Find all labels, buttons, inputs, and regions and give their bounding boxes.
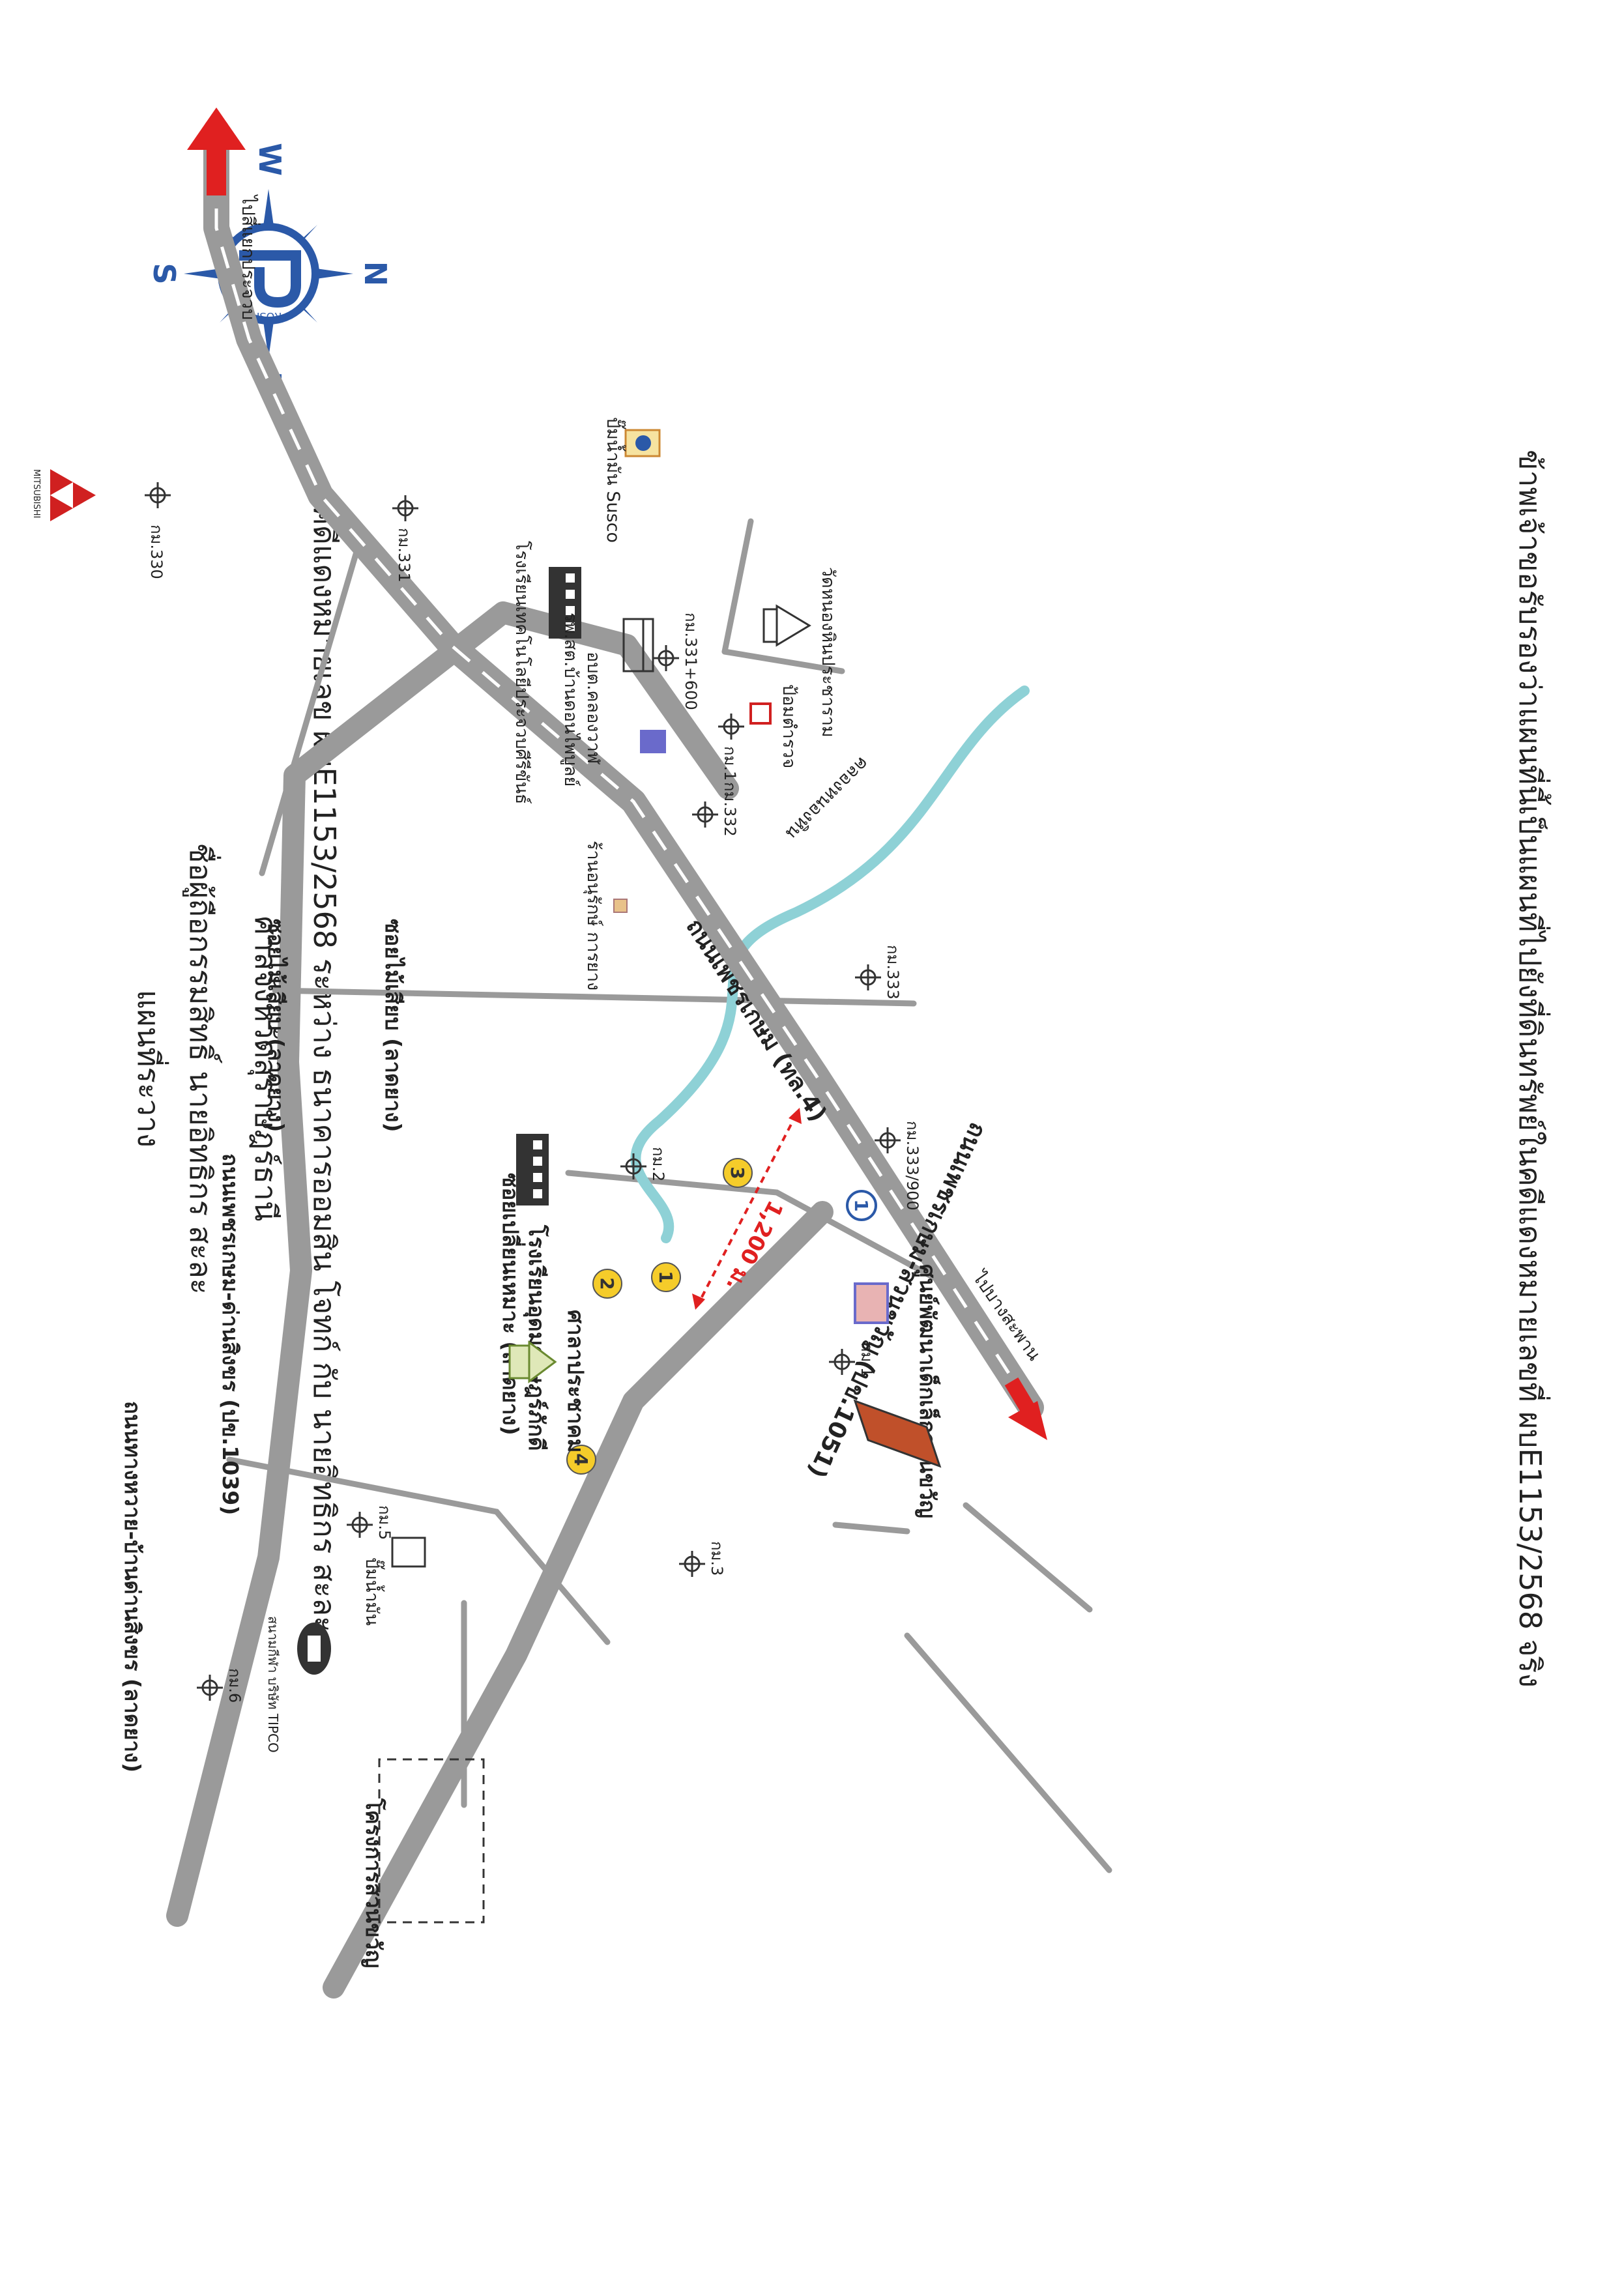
route-1039-road	[166, 601, 739, 1927]
route-1051-road	[323, 1201, 834, 1999]
village-road	[963, 1502, 1093, 1613]
km-post-331-600: กม.331+600	[653, 613, 700, 710]
gas-station-label: ปั๊มน้ำมัน	[362, 1557, 385, 1626]
mitsubishi-logo-icon	[50, 469, 96, 521]
gas-station-icon	[391, 1537, 426, 1568]
certification-text: ข้าพเจ้าขอรับรองว่าแผนที่นี้เป็นแผนที่ไป…	[1513, 450, 1552, 1688]
north-arrow-icon	[187, 108, 246, 150]
project-road	[904, 1632, 1112, 1873]
svg-text:3: 3	[727, 1166, 748, 1179]
highway-label: ถนนเพชรเกษม (ทล.4)	[680, 914, 832, 1127]
compass-w-label: W	[252, 143, 287, 176]
svg-text:กม.3: กม.3	[708, 1541, 726, 1576]
km-post-1-route1051: กม.1	[829, 1342, 876, 1377]
svg-text:กม.1: กม.1	[858, 1342, 876, 1377]
km-post-1-route1039: กม.1	[718, 714, 744, 781]
km-post-332: กม.332	[692, 782, 739, 837]
to-prachuap-label: ไปสี่แยกประจวบ	[238, 194, 261, 320]
svg-text:1: 1	[655, 1271, 676, 1283]
project-label: โครงการสวนขวัญ	[361, 1798, 386, 1968]
school-udom-icon	[516, 1134, 549, 1205]
svg-text:4: 4	[570, 1453, 592, 1465]
mitsubishi-label: MITSUBISHI	[31, 469, 41, 518]
svg-text:2: 2	[596, 1277, 618, 1290]
soi-mai-sea-label-1: ซอยไม้เสียบ (ลาดยาง)	[263, 919, 289, 1132]
sala-icon	[508, 1340, 557, 1383]
tipco-logo-icon	[297, 1623, 331, 1675]
childcare-label: ศูนย์พัฒนาเด็กเล็กสวนขวัญ	[914, 1264, 941, 1518]
school-tech-label: โรงเรียนเทคโนโลยีประจวบศีรีขันธ์	[512, 541, 532, 804]
shop-label: ร้านอนุรักษ์ การยาง	[583, 841, 604, 990]
school-udom-label: โรงเรียนอุดมราษฎร์ภักดี	[523, 1224, 549, 1451]
sala-label: ศาลาประชาคม	[563, 1310, 588, 1452]
soi-mai-sea-road	[272, 987, 917, 1007]
compass-n-label: N	[358, 261, 393, 287]
svg-text:กม.332: กม.332	[721, 782, 739, 837]
soi-change-label: ซอยเปลี่ยนเหมาะ (ลาดยาง)	[498, 1173, 526, 1436]
marker-1-junction: 1	[846, 1190, 877, 1221]
svg-text:กม.330: กม.330	[147, 525, 166, 579]
km-post-5: กม.5	[347, 1505, 394, 1540]
project-boundary	[378, 1758, 485, 1924]
svg-text:กม.1: กม.1	[721, 746, 739, 781]
susco-station-icon	[624, 429, 661, 457]
childcare-icon	[854, 1282, 889, 1324]
case-number: คดีแดงหมายเลข ผบE1153/2568 ระหว่าง ธนาคา…	[307, 505, 342, 1632]
subject-plot	[853, 1399, 942, 1468]
susco-label: ปั๊มน้ำมัน Susco	[603, 417, 626, 543]
marker-3: 3	[723, 1158, 753, 1188]
school-tech-icon	[549, 567, 581, 639]
wat-road-2	[721, 518, 754, 655]
south-arrow-icon	[1008, 1401, 1047, 1440]
svg-text:1: 1	[850, 1199, 872, 1211]
map-title: แผนที่ระวาง	[131, 990, 169, 1148]
huay-road-label: ถนนทางหวาย-บ้านด่านสิงขร (ลาดยาง)	[120, 1401, 145, 1772]
police-label: ป้อมตำรวจ	[779, 684, 799, 768]
sao-building-icon	[622, 618, 654, 672]
svg-text:กม.331: กม.331	[395, 528, 413, 583]
side-road-left	[226, 1456, 611, 1645]
sao-label: อบต.คลองวาฬ	[583, 652, 603, 765]
hospital-label: รพ.สต.บ้านดอนไพบูลย์	[560, 613, 581, 787]
marker-2: 2	[592, 1269, 622, 1299]
svg-text:กม.6: กม.6	[225, 1668, 244, 1703]
project-access-road	[832, 1522, 910, 1535]
marker-1: 1	[651, 1262, 681, 1292]
debtor-name: ชื่อผู้ถือกรรมสิทธิ์ นายอิทธิกร สะละ	[182, 843, 222, 1294]
compass-s-label: S	[147, 263, 182, 284]
km-post-2: กม.2	[620, 1147, 667, 1181]
hospital-icon	[640, 730, 666, 753]
soi-mai-sea-label-2: ซอยไม้เสียบ (ลาดยาง)	[381, 919, 406, 1132]
km-post-333: กม.333	[855, 945, 902, 1000]
km-post-333-900: กม.333/900	[875, 1121, 921, 1211]
route-1039-label: ถนนเพชรเกษม-ด่านสิงขร (ปข.1039)	[218, 1153, 243, 1515]
marker-4: 4	[566, 1445, 596, 1475]
svg-text:กม.333: กม.333	[884, 945, 902, 1000]
wat-label: วัดหนองหินประชาราม	[818, 567, 838, 738]
km-post-330: กม.330	[145, 482, 171, 579]
km-post-331: กม.331	[392, 495, 418, 583]
svg-text:กม.5: กม.5	[375, 1505, 394, 1540]
temple-icon	[762, 604, 811, 647]
km-post-6: กม.6	[197, 1668, 244, 1703]
police-box-icon	[749, 702, 772, 725]
svg-text:กม.331+600: กม.331+600	[682, 613, 700, 710]
svg-text:กม.2: กม.2	[649, 1147, 667, 1181]
wat-road	[721, 648, 845, 674]
tipco-label: สนามกีฬา บริษัท TIPCO	[265, 1616, 281, 1753]
svg-text:กม.333/900: กม.333/900	[903, 1121, 921, 1211]
shop-icon	[613, 899, 628, 913]
km-post-3: กม.3	[679, 1541, 726, 1577]
soi-connector-road	[259, 538, 363, 876]
distance-line	[697, 1114, 798, 1304]
